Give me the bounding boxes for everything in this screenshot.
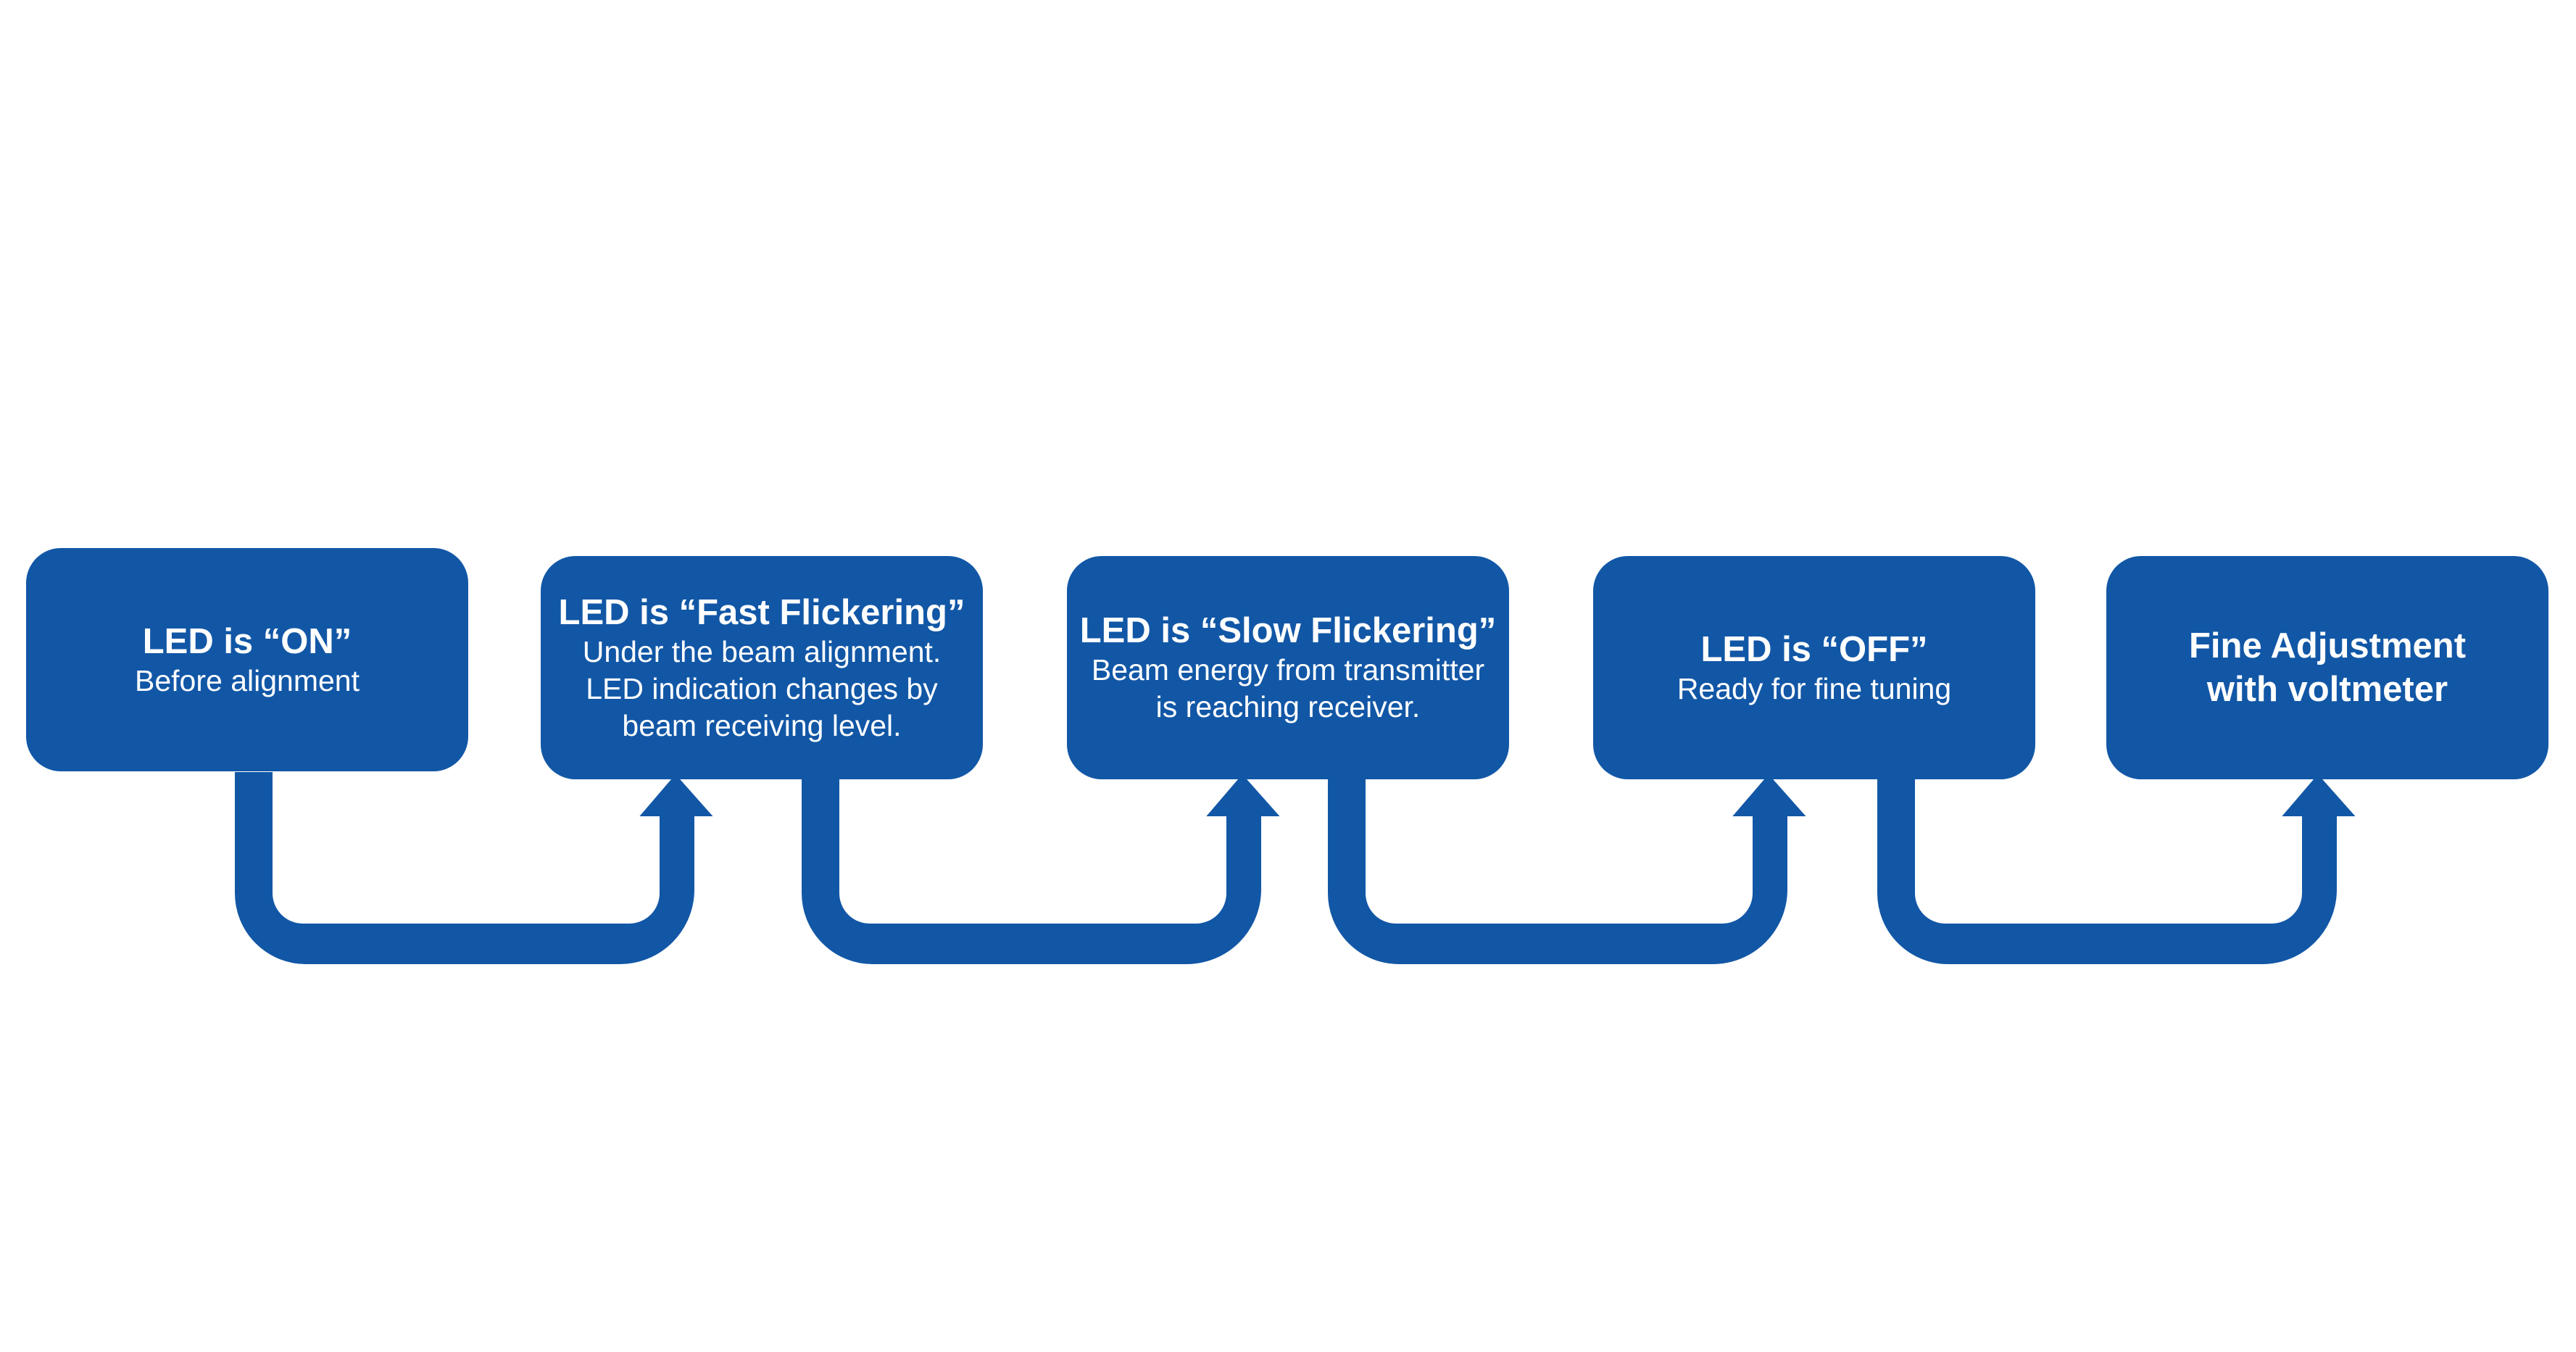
step-led-on: LED is “ON” Before alignment xyxy=(26,548,468,771)
step-led-slow-flickering: LED is “Slow Flickering” Beam energy fro… xyxy=(1067,556,1509,779)
connector-arrow-3-to-4 xyxy=(1325,769,1813,967)
step-title: LED is “Fast Flickering” xyxy=(558,592,965,632)
step-led-fast-flickering: LED is “Fast Flickering” Under the beam … xyxy=(541,556,983,779)
connector-arrow-4-to-5 xyxy=(1874,769,2362,967)
step-description: Beam energy from transmitter is reaching… xyxy=(1091,653,1485,723)
connector-arrow-1-to-2 xyxy=(232,769,720,967)
step-description: Before alignment xyxy=(135,663,360,697)
step-title: LED is “Slow Flickering” xyxy=(1079,611,1497,650)
step-description: Under the beam alignment. LED indication… xyxy=(582,634,942,742)
step-title: LED is “ON” xyxy=(142,621,352,661)
step-description: Ready for fine tuning xyxy=(1677,671,1952,705)
connector-arrow-2-to-3 xyxy=(799,769,1287,967)
step-fine-adjustment: Fine Adjustment with voltmeter xyxy=(2106,556,2548,779)
step-title: Fine Adjustment with voltmeter xyxy=(2188,626,2467,709)
step-led-off: LED is “OFF” Ready for fine tuning xyxy=(1593,556,2035,779)
step-title: LED is “OFF” xyxy=(1700,629,1928,669)
